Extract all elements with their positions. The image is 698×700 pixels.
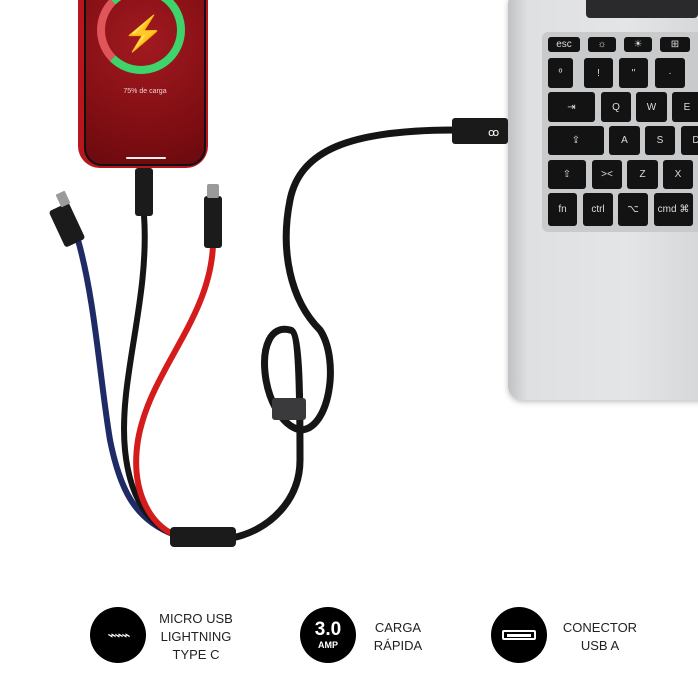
key: Z xyxy=(627,160,658,189)
lightning-bolt-icon: ⚡ xyxy=(122,15,165,53)
key: " xyxy=(619,58,648,88)
cable-red xyxy=(133,242,216,538)
home-indicator xyxy=(126,157,166,159)
key: ☼ xyxy=(588,37,616,52)
amp-value: 3.0 xyxy=(314,619,342,640)
connectors-icon: ⌁⌁⌁ xyxy=(90,607,146,663)
velcro-strap xyxy=(272,398,306,420)
cable-illustration: ꝏ xyxy=(49,118,508,547)
key: · xyxy=(655,58,685,88)
usb-a-connector xyxy=(452,118,508,144)
key: Q xyxy=(601,92,631,122)
feature-line: RÁPIDA xyxy=(373,638,423,653)
feature-usb-a: CONECTOR USB A xyxy=(556,619,644,655)
key: >< xyxy=(592,160,622,189)
feature-line: USB A xyxy=(580,638,620,653)
usb-a-port-icon xyxy=(491,607,547,663)
feature-line: CARGA xyxy=(374,620,422,635)
splitter xyxy=(170,527,236,547)
key: esc xyxy=(548,37,580,52)
key: D xyxy=(681,126,698,155)
key: S xyxy=(645,126,675,155)
feature-line: LIGHTNING xyxy=(160,629,232,644)
amp-unit: AMP xyxy=(318,640,338,650)
micro-usb-plug xyxy=(49,203,85,247)
key: ! xyxy=(584,58,613,88)
cable-blue xyxy=(75,237,178,538)
feature-line: MICRO USB xyxy=(159,611,233,626)
svg-text:ꝏ: ꝏ xyxy=(488,126,499,139)
keyboard: esc ☼ ☀ ⊞ º ! " · ⇥ Q W E ⇪ A S D ⇧ >< Z… xyxy=(542,32,698,232)
key: ⇥ xyxy=(548,92,595,122)
key: ⇧ xyxy=(548,160,586,189)
feature-line: TYPE C xyxy=(172,647,220,662)
charge-status: 75% de carga xyxy=(123,88,167,95)
cable-main xyxy=(228,126,459,542)
key: A xyxy=(609,126,640,155)
amp-icon: 3.0 AMP xyxy=(300,607,356,663)
key: ⌥ xyxy=(618,193,648,226)
key: X xyxy=(663,160,693,189)
key: º xyxy=(548,58,573,88)
feature-fast-charge: CARGA RÁPIDA xyxy=(362,619,434,655)
feature-connectors: MICRO USB LIGHTNING TYPE C xyxy=(150,610,242,664)
key: ⊞ xyxy=(660,37,690,52)
key: ⇪ xyxy=(548,126,604,155)
cable-black-lightning xyxy=(121,212,178,538)
key: ☀ xyxy=(624,37,652,52)
feature-line: CONECTOR xyxy=(562,620,638,635)
key: ctrl xyxy=(583,193,613,226)
usb-c-plug xyxy=(204,196,222,248)
charge-ring xyxy=(97,0,185,74)
key: W xyxy=(636,92,667,122)
lightning-plug xyxy=(135,168,153,216)
key: fn xyxy=(548,193,577,226)
laptop-screen-edge xyxy=(586,0,698,18)
key: E xyxy=(672,92,698,122)
key: cmd ⌘ xyxy=(654,193,693,226)
